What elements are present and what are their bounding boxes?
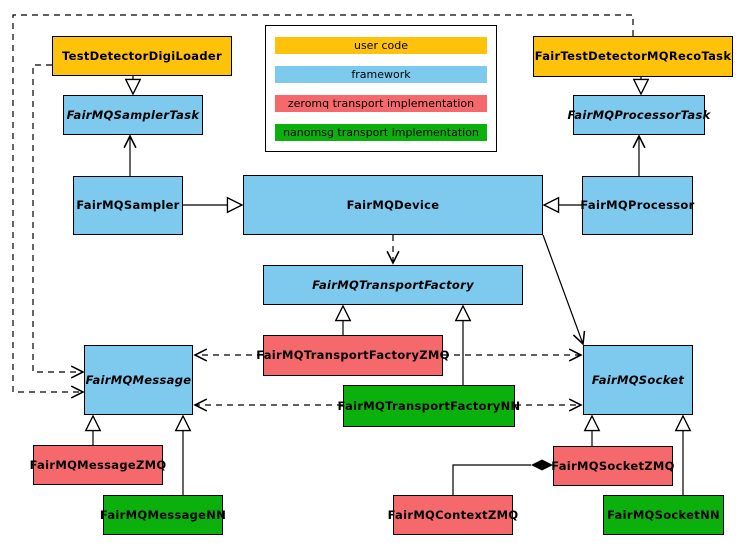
- node-fairmq-processor-task: FairMQProcessorTask: [567, 95, 710, 135]
- composition-diamond: [531, 459, 553, 471]
- edge-assoc-device-socket: [542, 234, 583, 344]
- legend-item-zeromq: zeromq transport implementation: [275, 94, 487, 112]
- node-fairmq-socket-zmq: FairMQSocketZMQ: [551, 446, 674, 486]
- legend-item-framework: framework: [275, 65, 487, 83]
- node-fairmq-socket: FairMQSocket: [583, 345, 693, 415]
- edge-dep-recotask-message: [12, 14, 634, 392]
- node-fairmq-message: FairMQMessage: [84, 345, 193, 415]
- legend-item-nanomsg: nanomsg transport implementation: [275, 123, 487, 141]
- edge-comp-contextzmq-socketzmq-line: [452, 464, 531, 495]
- node-fairmq-transport-factory: FairMQTransportFactory: [263, 265, 523, 305]
- node-fairmq-device: FairMQDevice: [243, 175, 543, 235]
- node-fairmq-sampler: FairMQSampler: [73, 176, 183, 235]
- node-fairmq-message-zmq: FairMQMessageZMQ: [30, 445, 166, 485]
- node-fairmq-transport-factory-zmq: FairMQTransportFactoryZMQ: [256, 335, 449, 376]
- node-fairmq-transport-factory-nn: FairMQTransportFactoryNN: [338, 385, 520, 427]
- node-fairmq-socket-nn: FairMQSocketNN: [603, 495, 724, 535]
- node-fair-test-detector-mq-reco-task: FairTestDetectorMQRecoTask: [533, 36, 733, 77]
- node-test-detector-digi-loader: TestDetectorDigiLoader: [52, 36, 232, 76]
- legend: user code framework zeromq transport imp…: [265, 25, 497, 152]
- node-fairmq-message-nn: FairMQMessageNN: [100, 495, 226, 535]
- node-fairmq-processor: FairMQProcessor: [580, 176, 694, 235]
- legend-item-user-code: user code: [275, 36, 487, 54]
- node-fairmq-sampler-task: FairMQSamplerTask: [63, 95, 203, 135]
- node-fairmq-context-zmq: FairMQContextZMQ: [388, 495, 518, 535]
